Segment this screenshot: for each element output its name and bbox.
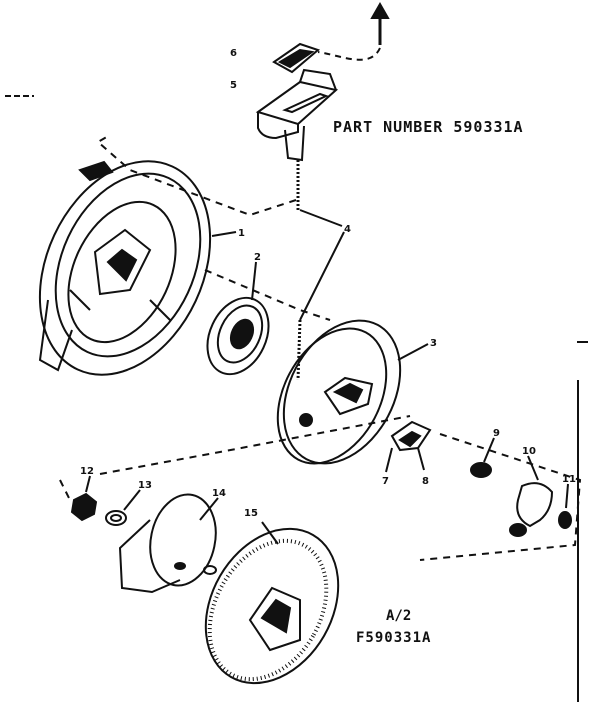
leader-7 — [385, 447, 393, 473]
part-13-washer — [105, 510, 127, 526]
callout-4: 4 — [344, 224, 351, 235]
leader-4 — [299, 209, 345, 321]
callout-3: 3 — [430, 338, 437, 349]
callout-11: 11 — [562, 474, 576, 485]
callout-10: 10 — [522, 446, 536, 457]
part-11-screw — [558, 511, 572, 529]
part-7-8-pawl — [390, 420, 432, 452]
assembly-ref-a2: A/2 — [386, 608, 412, 624]
callout-13: 13 — [138, 480, 152, 491]
callout-8: 8 — [422, 476, 429, 487]
part-12-nut — [70, 492, 98, 522]
part-15-screen — [204, 527, 340, 685]
leader-14 — [199, 497, 219, 521]
leader-1 — [211, 231, 237, 237]
leader-13 — [123, 489, 141, 511]
part-4-rope — [296, 160, 302, 381]
callout-1: 1 — [238, 228, 245, 239]
leader-15 — [261, 521, 279, 545]
callout-labels: 1 2 3 4 5 6 7 8 9 10 11 12 13 14 15 — [80, 48, 576, 519]
leader-11 — [565, 483, 569, 509]
part-9-washer — [470, 462, 492, 478]
callout-12: 12 — [80, 466, 94, 477]
leader-12 — [85, 475, 91, 493]
leader-9 — [483, 437, 495, 463]
callout-2: 2 — [254, 252, 261, 263]
part-3-pulley — [276, 319, 402, 465]
part-number-label: PART NUMBER 590331A — [333, 118, 524, 136]
callout-6: 6 — [230, 48, 237, 59]
part-5-handle — [255, 68, 339, 162]
callout-14: 14 — [212, 488, 226, 499]
part-6-insert — [272, 42, 321, 74]
leader-10 — [527, 455, 539, 481]
part-10-retainer — [509, 482, 554, 537]
callout-7: 7 — [382, 476, 389, 487]
leader-2 — [251, 261, 257, 301]
guide-dashed-1 — [96, 134, 297, 217]
part-2-spring — [206, 296, 270, 376]
leader-3 — [397, 343, 429, 361]
up-arrow-icon — [370, 1, 390, 45]
leader-8 — [417, 447, 425, 471]
callout-15: 15 — [244, 508, 258, 519]
callout-9: 9 — [493, 428, 500, 439]
leader-dashed-top — [317, 47, 381, 61]
part-14-cup — [118, 493, 217, 594]
callout-5: 5 — [230, 80, 237, 91]
guide-dashed-2 — [204, 269, 331, 321]
assembly-ref-code: F590331A — [356, 630, 432, 646]
part-1-housing — [38, 160, 212, 376]
